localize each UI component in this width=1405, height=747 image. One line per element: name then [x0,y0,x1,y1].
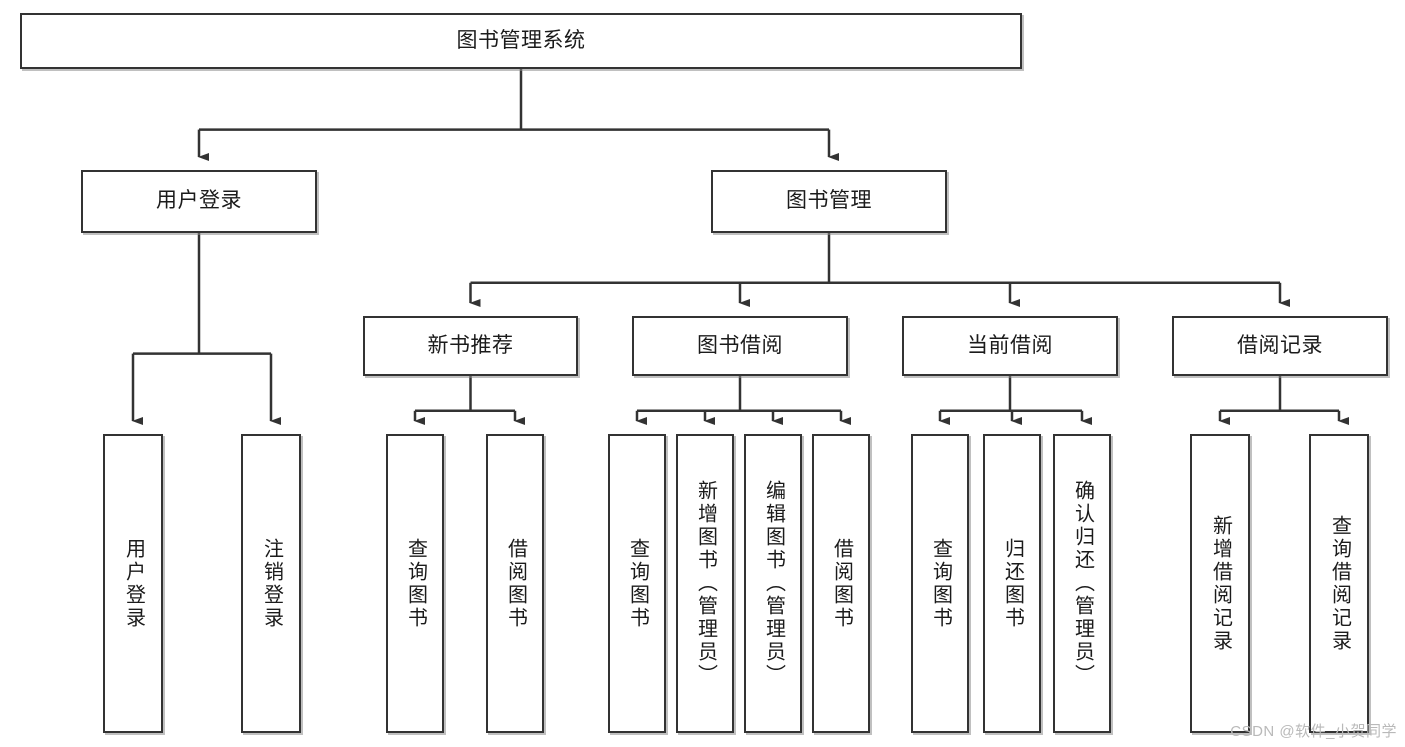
node-user-login[interactable]: 用户登录 [81,170,317,233]
node-leaf-query-record-label: 查询借阅记录 [1328,514,1351,653]
node-current-borrow-label: 当前借阅 [967,333,1053,357]
node-leaf-user-logout-label: 注销登录 [260,537,283,630]
node-book-manage[interactable]: 图书管理 [711,170,947,233]
node-leaf-user-login-label: 用户登录 [122,537,145,630]
node-root[interactable]: 图书管理系统 [20,13,1022,69]
node-root-label: 图书管理系统 [456,28,586,52]
csdn-watermark: CSDN @软件_小贺同学 [1230,723,1397,740]
node-leaf-query-book-1[interactable]: 查询图书 [386,434,444,733]
node-leaf-add-record[interactable]: 新增借阅记录 [1190,434,1250,733]
node-leaf-query-book-3[interactable]: 查询图书 [911,434,969,733]
node-leaf-borrow-book-2-label: 借阅图书 [830,537,853,630]
node-leaf-query-record[interactable]: 查询借阅记录 [1309,434,1369,733]
node-book-borrow-label: 图书借阅 [697,333,783,357]
node-leaf-confirm-return[interactable]: 确认归还（管理员） [1053,434,1111,733]
node-leaf-add-record-label: 新增借阅记录 [1209,514,1232,653]
node-leaf-query-book-2[interactable]: 查询图书 [608,434,666,733]
node-leaf-query-book-1-label: 查询图书 [404,537,427,630]
node-borrow-record-label: 借阅记录 [1237,333,1323,357]
node-current-borrow[interactable]: 当前借阅 [902,316,1118,376]
node-leaf-return-book[interactable]: 归还图书 [983,434,1041,733]
node-leaf-query-book-2-label: 查询图书 [626,537,649,630]
node-leaf-edit-book-label: 编辑图书（管理员） [762,480,785,687]
node-book-manage-label: 图书管理 [786,189,872,213]
node-book-borrow[interactable]: 图书借阅 [632,316,848,376]
node-leaf-borrow-book-1-label: 借阅图书 [504,537,527,630]
node-borrow-record[interactable]: 借阅记录 [1172,316,1388,376]
node-leaf-add-book[interactable]: 新增图书（管理员） [676,434,734,733]
node-leaf-borrow-book-2[interactable]: 借阅图书 [812,434,870,733]
node-leaf-user-logout[interactable]: 注销登录 [241,434,301,733]
node-leaf-return-book-label: 归还图书 [1001,537,1024,630]
node-new-book-rec-label: 新书推荐 [427,333,514,357]
node-leaf-confirm-return-label: 确认归还（管理员） [1071,480,1094,687]
node-user-login-label: 用户登录 [156,189,242,213]
node-leaf-edit-book[interactable]: 编辑图书（管理员） [744,434,802,733]
node-leaf-user-login[interactable]: 用户登录 [103,434,163,733]
node-leaf-borrow-book-1[interactable]: 借阅图书 [486,434,544,733]
node-leaf-query-book-3-label: 查询图书 [929,537,952,630]
node-new-book-rec[interactable]: 新书推荐 [363,316,578,376]
node-leaf-add-book-label: 新增图书（管理员） [694,480,717,687]
